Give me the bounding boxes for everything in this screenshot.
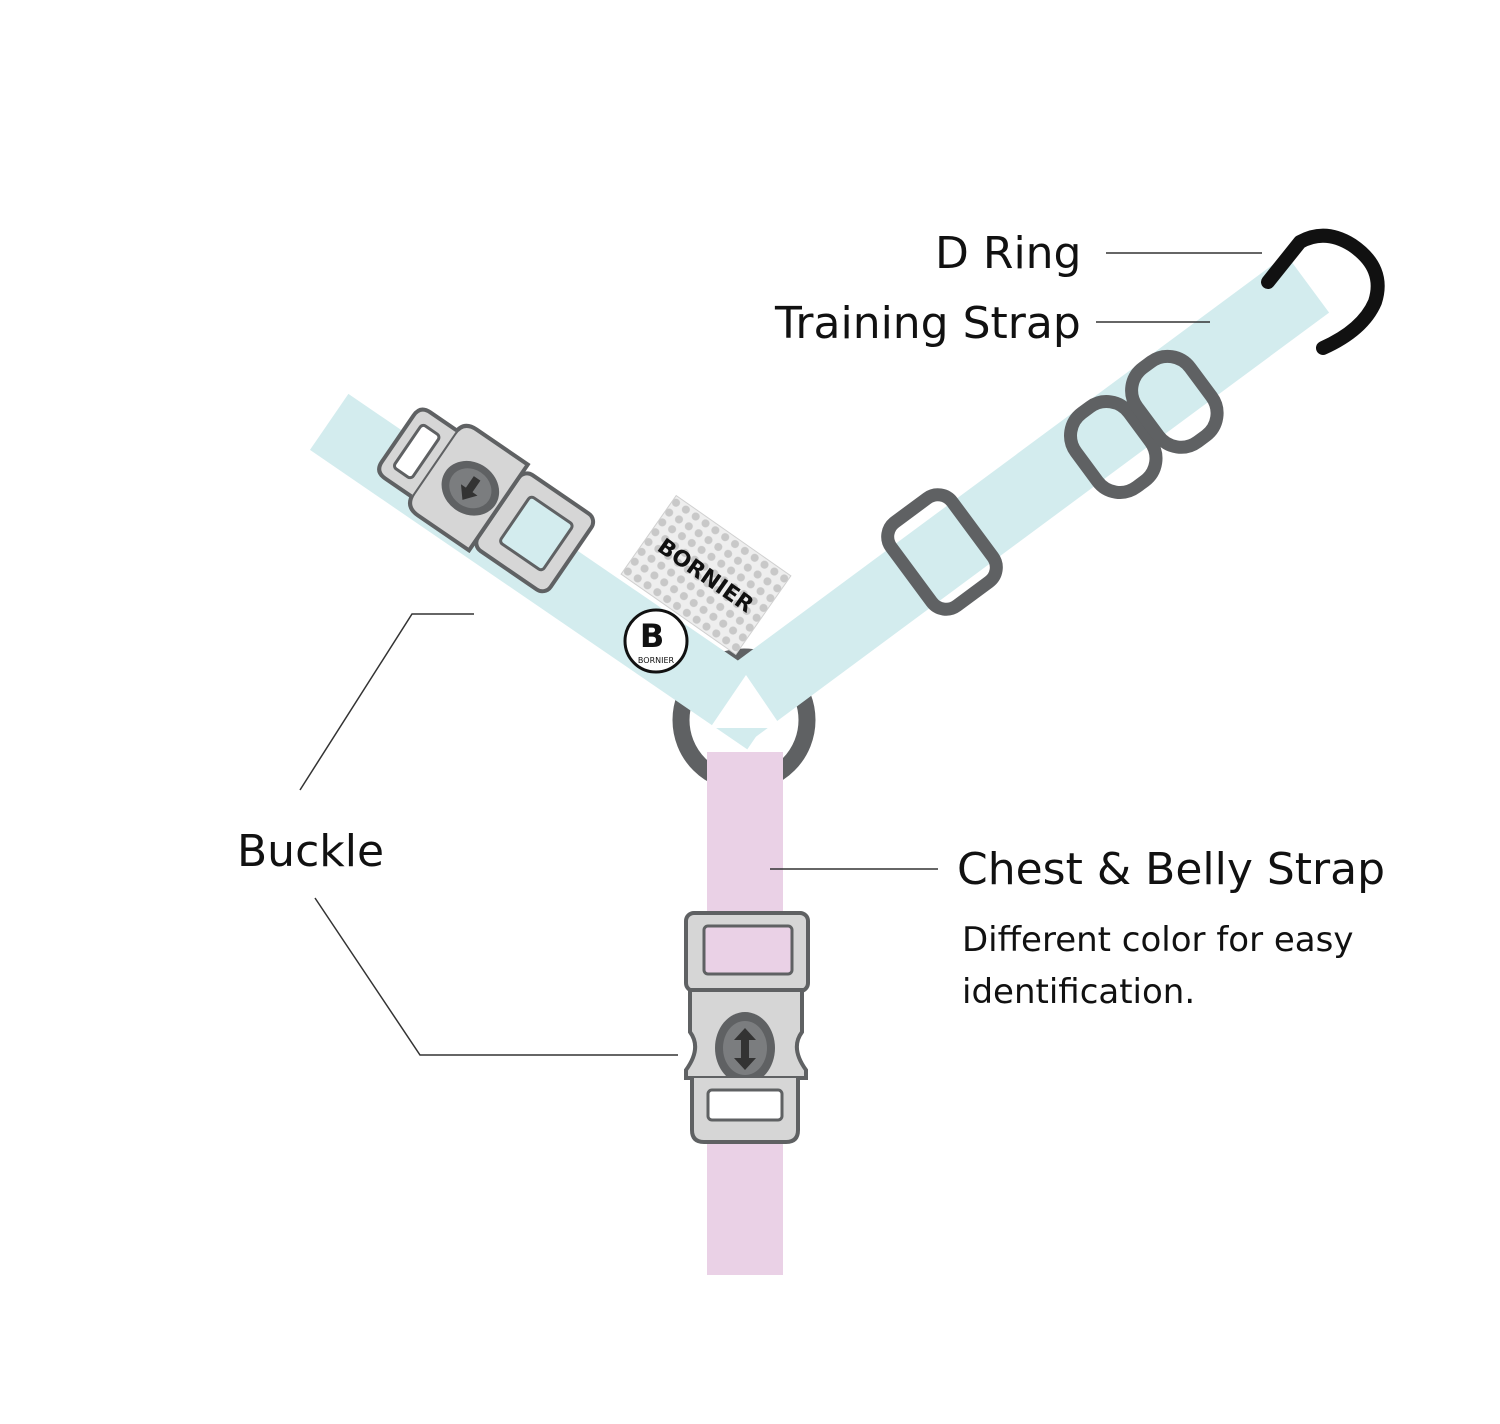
- d-ring-label: D Ring: [935, 228, 1082, 279]
- strap-junction: [710, 675, 782, 728]
- double-slider: [1064, 349, 1224, 499]
- buckle-label: Buckle: [237, 826, 385, 877]
- leader-buckle-upper: [299, 613, 474, 791]
- upper-buckle: [377, 407, 596, 594]
- strap-adjuster: [881, 488, 1003, 616]
- d-ring: [1261, 228, 1385, 355]
- brand-logo-text: BORNIER: [638, 656, 675, 665]
- training-strap: [707, 254, 1330, 741]
- chest-belly-strap-label: Chest & Belly Strap: [957, 844, 1386, 895]
- leader-buckle-lower: [314, 897, 678, 1056]
- brand-tag: BORNIER: [620, 494, 792, 656]
- lower-buckle: [684, 911, 810, 1144]
- training-strap-label: Training Strap: [775, 298, 1081, 349]
- chest-belly-note: Different color for easy identification.: [962, 920, 1354, 1012]
- brand-logo-letter: B: [640, 617, 664, 655]
- brand-logo: B BORNIER: [623, 608, 689, 674]
